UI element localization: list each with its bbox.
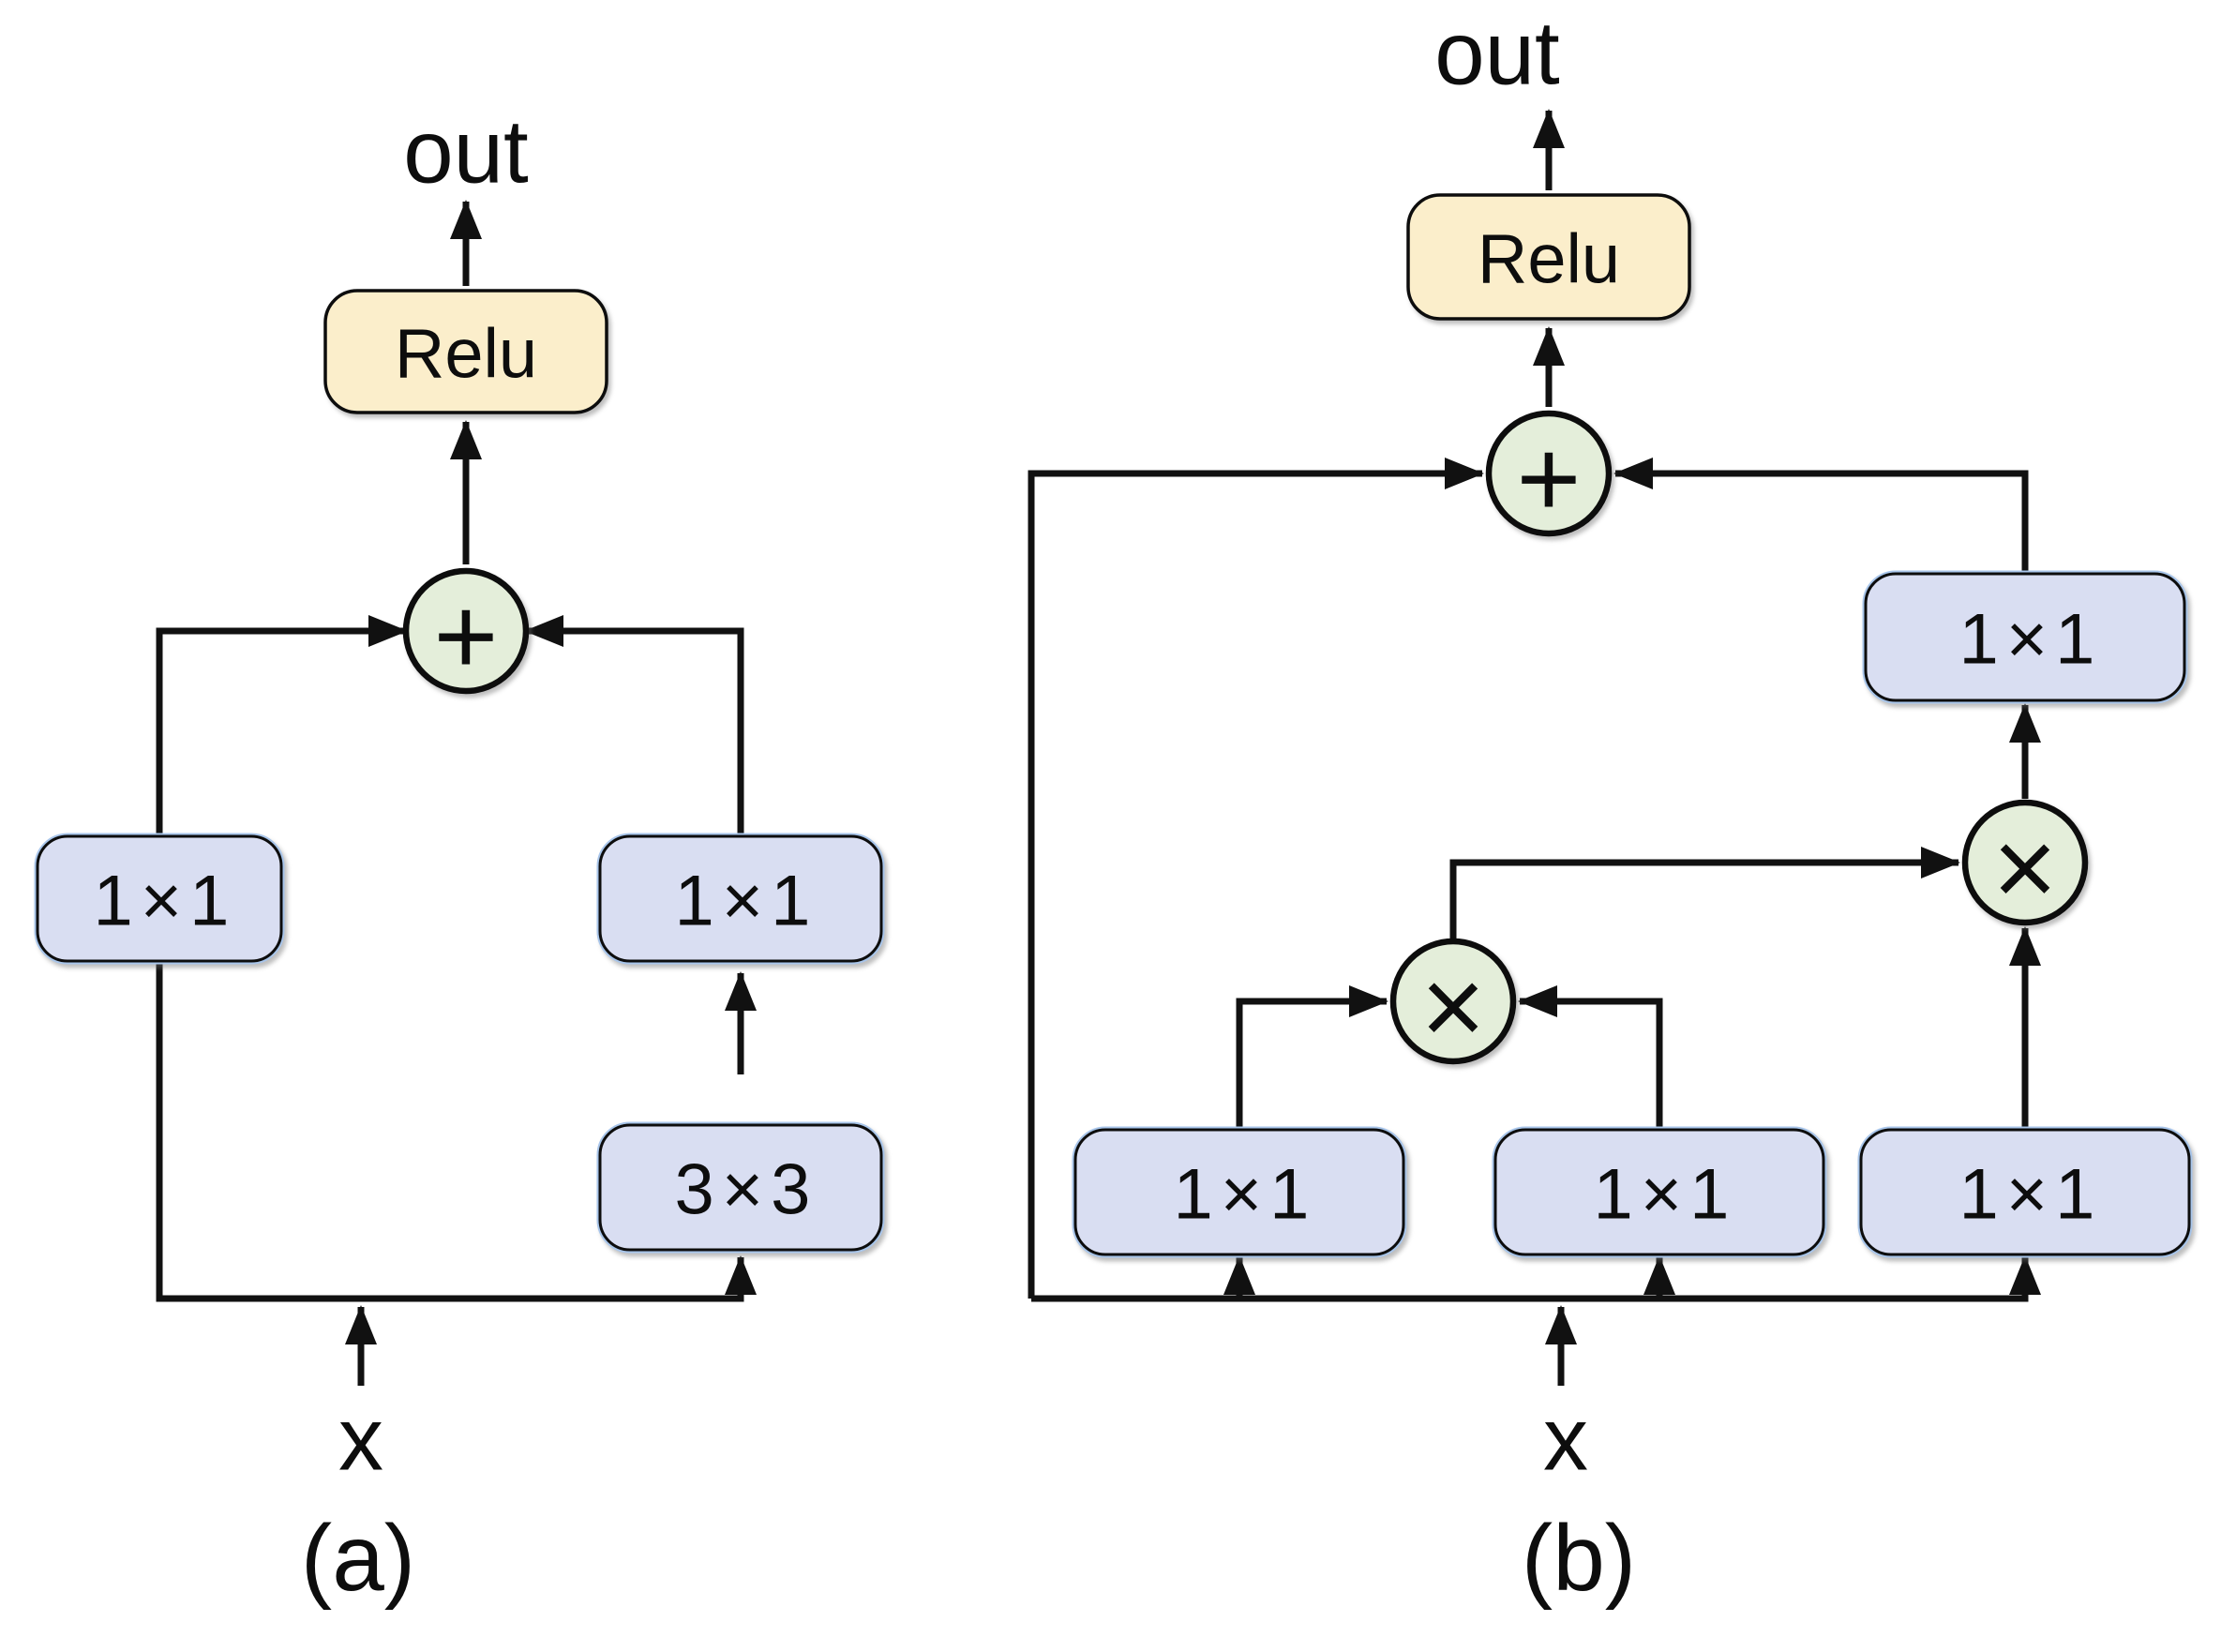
relu-box-a: Relu [323,289,608,414]
multiply-icon-b-left: × [1421,945,1486,1069]
wire-b-box1-to-mulleft [1236,985,1388,1129]
conv-box-b-bottom-3-rect [1859,1128,2191,1256]
conv-label-a-3x3: 3×3 [675,1150,818,1230]
wire-b-bottom-rail [1031,1255,2041,1302]
multiply-op-circle-b-left: × [1389,938,1517,1069]
wire-a-bottom-rail [156,960,757,1302]
multiply-circle-b-right-shape [1961,799,2089,926]
conv-box-b-bottom-1: 1×1 [1072,1126,1407,1258]
diagram-a: Relu + 1×1 1×1 3×3 out x (a) [34,102,885,1611]
add-op-circle-a: + [402,567,530,698]
conv-label-a-left: 1×1 [94,862,237,941]
wire-a-left-branch-to-add [156,615,408,836]
relu-box-b-rect [1406,193,1691,321]
conv-label-a-right: 1×1 [675,862,818,941]
conv-box-b-bottom-3: 1×1 [1857,1126,2193,1258]
multiply-op-circle-b-right: × [1961,799,2089,930]
conv-box-a-left-rect [36,834,283,963]
out-label-a: out [403,102,528,203]
wire-b-skip-to-add [1028,458,1484,1299]
relu-label-a: Relu [395,315,537,393]
wire-b-topright-to-add [1613,458,2029,574]
relu-label-b: Relu [1478,220,1620,298]
plus-icon-b: + [1517,417,1582,541]
multiply-circle-b-left-shape [1389,938,1517,1065]
conv-box-b-bottom-2-rect [1493,1128,1825,1256]
add-circle-a-shape [402,567,530,695]
wire-b-box2-to-mulleft [1518,985,1663,1129]
input-label-a: x [338,1389,383,1490]
conv-label-b-bottom-1: 1×1 [1174,1155,1317,1235]
conv-box-a-3x3: 3×3 [596,1121,885,1254]
conv-box-a-right-rect [598,834,883,963]
wire-b-mulleft-to-mulright [1449,847,1960,940]
conv-box-b-topright-rect [1864,572,2186,702]
conv-label-b-bottom-3: 1×1 [1959,1155,2103,1235]
add-circle-b-shape [1485,410,1613,537]
out-label-b: out [1434,4,1559,104]
conv-box-b-bottom-2: 1×1 [1492,1126,1827,1258]
plus-icon-a: + [434,575,499,698]
conv-box-a-right-1x1: 1×1 [596,833,885,965]
caption-a: (a) [301,1506,415,1611]
conv-box-b-bottom-1-rect [1073,1128,1405,1256]
diagram-b: Relu + 1×1 × × 1×1 1×1 [1028,4,2193,1611]
conv-label-b-topright: 1×1 [1959,600,2103,680]
conv-box-a-3x3-rect [598,1123,883,1252]
conv-box-b-topright-1x1: 1×1 [1862,570,2188,704]
relu-box-b: Relu [1406,193,1691,321]
conv-label-b-bottom-2: 1×1 [1594,1155,1737,1235]
wire-a-right-branch-to-add [524,615,744,836]
conv-box-a-left-1x1: 1×1 [34,833,285,965]
input-label-b: x [1543,1389,1588,1490]
relu-box-a-rect [323,289,608,414]
multiply-icon-b-right: × [1993,806,2058,930]
add-op-circle-b: + [1485,410,1613,541]
caption-b: (b) [1522,1506,1636,1611]
